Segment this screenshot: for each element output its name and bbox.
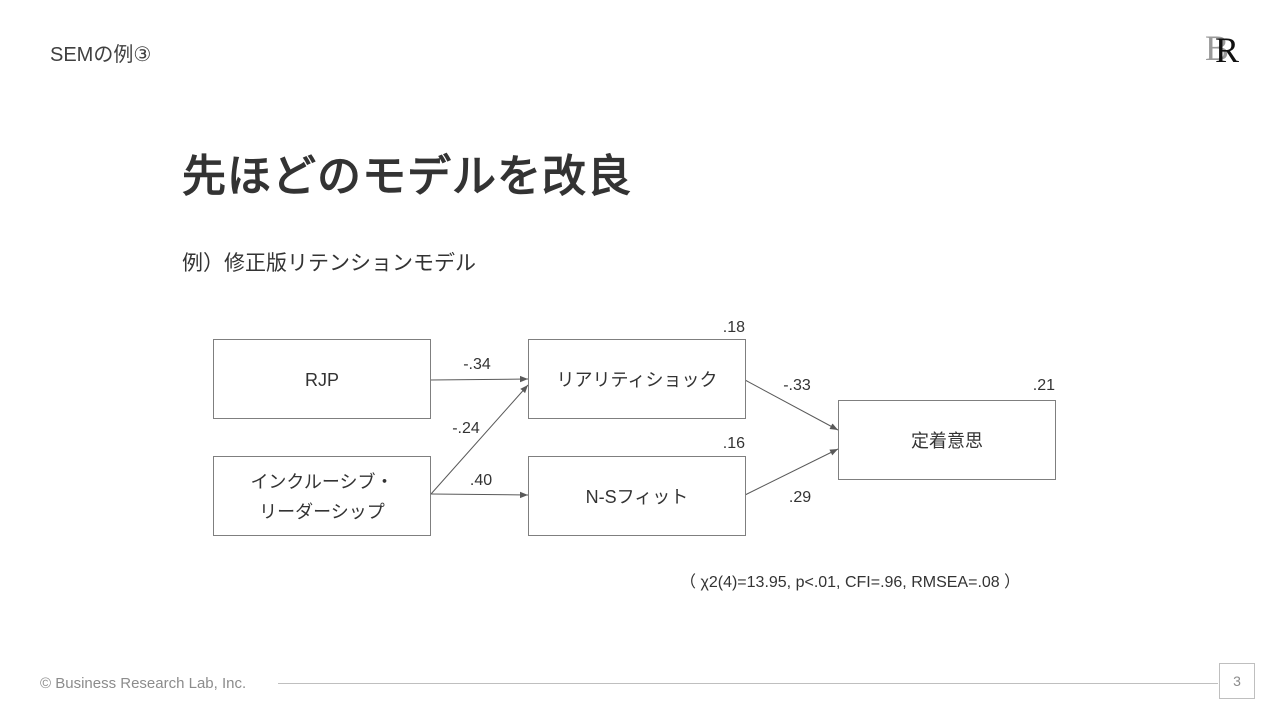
slide-subtitle: 例）修正版リテンションモデル (182, 252, 476, 275)
coef-inclusive-to-nsfit: .40 (470, 472, 492, 489)
coef-inclusive-to-reality: -.24 (452, 420, 480, 437)
node-rjp-label: RJP (305, 370, 339, 390)
svg-text:R: R (1215, 30, 1239, 66)
node-reality-shock-label: リアリティショック (557, 370, 718, 390)
footer-divider (278, 683, 1218, 684)
coef-rjp-to-reality: -.34 (463, 356, 491, 373)
slide-title: 先ほどのモデルを改良 (182, 152, 632, 201)
node-ns-fit-label: N-Sフィット (586, 487, 689, 507)
node-reality-shock: リアリティショック (528, 339, 746, 419)
node-retention-label: 定着意思 (911, 431, 983, 451)
node-inclusive-label-line1: インクルーシブ・ (250, 471, 393, 492)
edge-reality-shock-to-retention (744, 379, 839, 431)
node-rjp: RJP (213, 339, 431, 419)
page-number: 3 (1219, 663, 1255, 699)
node-inclusive-leadership: インクルーシブ・ リーダーシップ (213, 456, 431, 536)
r2-reality-shock: .18 (723, 319, 745, 336)
r2-retention: .21 (1033, 377, 1055, 394)
model-fit-indices: （ χ2(4)=13.95, p<.01, CFI=.96, RMSEA=.08… (680, 574, 1021, 591)
svg-text:B: B (1205, 28, 1229, 66)
r2-ns-fit: .16 (723, 435, 745, 452)
coef-nsfit-to-retention: .29 (789, 489, 811, 506)
company-logo: B R (1205, 28, 1239, 66)
node-inclusive-label-line2: リーダーシップ (259, 502, 385, 522)
edge-rjp-to-reality-shock (429, 375, 529, 383)
node-ns-fit: N-Sフィット (528, 456, 746, 536)
edge-inclusive-to-nsfit (430, 491, 529, 499)
node-retention-intention: 定着意思 (838, 400, 1056, 480)
footer-copyright: © Business Research Lab, Inc. (40, 675, 247, 692)
edge-nsfit-to-retention (744, 448, 839, 496)
coef-reality-to-retention: -.33 (783, 377, 811, 394)
edge-inclusive-to-reality-shock (430, 384, 529, 495)
section-label: SEMの例③ (50, 44, 152, 66)
